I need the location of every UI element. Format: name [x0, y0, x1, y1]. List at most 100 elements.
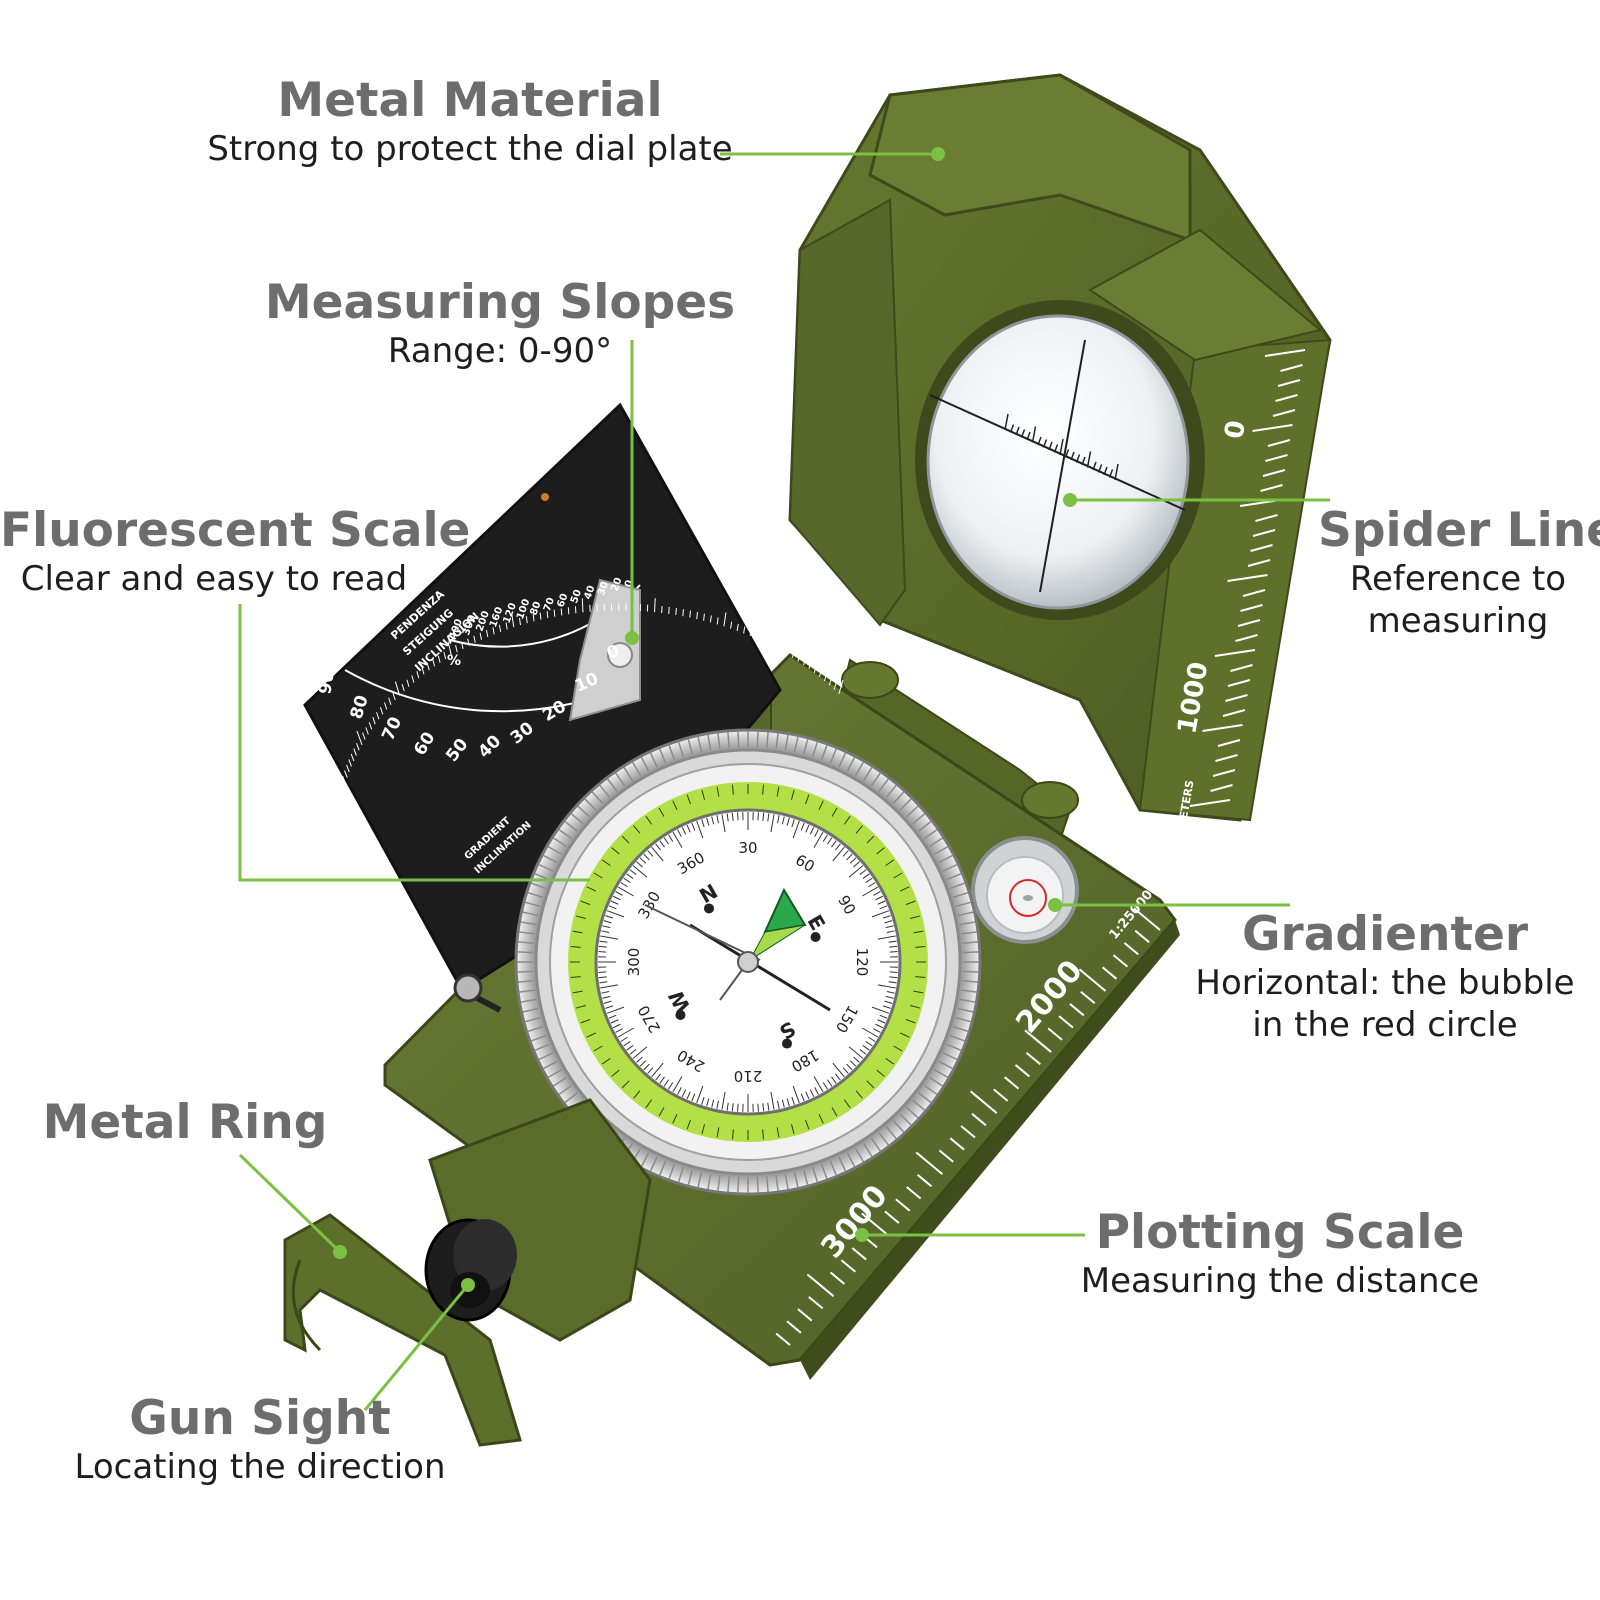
bezel-serration — [912, 1099, 926, 1112]
callout-desc: measuring — [1367, 601, 1549, 641]
ring-tick — [876, 847, 885, 855]
lid-tick — [1280, 364, 1303, 372]
base-tick — [1047, 1027, 1063, 1041]
clinometer-tick — [703, 613, 705, 621]
lid-tick — [1227, 574, 1268, 582]
callout-title: Gradienter — [1241, 907, 1529, 962]
base-tick — [971, 1113, 987, 1127]
dial-tick — [726, 813, 729, 822]
callout-desc: Reference to — [1349, 559, 1567, 599]
lid-tick — [1264, 349, 1306, 357]
clinometer-tick — [838, 679, 844, 695]
bezel-serration — [829, 1160, 838, 1176]
base-tick — [895, 1198, 911, 1212]
ring-tick — [601, 859, 611, 867]
dial-tick — [615, 891, 623, 896]
bezel-serration — [527, 1025, 544, 1033]
lens-tick — [1053, 444, 1059, 453]
lens-tick — [1059, 438, 1064, 456]
callout-title: Gun Sight — [129, 1391, 391, 1446]
ring-tick — [843, 1099, 851, 1109]
clinometer-tick — [384, 702, 388, 710]
ring-tick — [876, 1069, 885, 1077]
clinometer-tick — [356, 742, 360, 751]
dial-tick — [814, 829, 819, 837]
dial-degree-label: 300 — [625, 948, 643, 977]
ring-tick — [885, 1057, 895, 1065]
spider-line-horizontal — [929, 394, 1186, 511]
bezel-serration — [946, 872, 962, 881]
spider-line-vertical — [1039, 339, 1086, 593]
lid-tick — [1214, 649, 1256, 657]
dial-tick — [849, 857, 857, 864]
bezel-serration — [658, 1160, 667, 1176]
dial-tick — [598, 945, 607, 948]
bezel-serration — [584, 798, 597, 811]
clinometer-panel — [303, 402, 782, 1013]
dial-tick — [716, 1100, 719, 1109]
ring-tick — [915, 945, 926, 948]
clinometer-degree-label: 0 — [605, 641, 622, 664]
clinometer-tick — [567, 607, 570, 615]
lid-tick — [1212, 769, 1236, 777]
bezel-serration — [649, 1156, 658, 1172]
bezel-serration — [737, 1176, 740, 1193]
bezel-serration — [530, 1034, 547, 1042]
clinometer-tick — [342, 775, 346, 784]
dial-tick — [777, 815, 780, 824]
ring-tick — [915, 976, 926, 979]
dial-tick — [770, 814, 775, 833]
bezel-serration — [677, 1166, 685, 1183]
clinometer-tick — [525, 616, 528, 624]
lid-tick — [1235, 634, 1258, 642]
bezel-serration — [961, 989, 978, 993]
dial-tick — [721, 814, 726, 833]
dial-tick — [835, 843, 841, 851]
dial-tick — [846, 1063, 853, 1071]
dial-tick — [889, 976, 898, 979]
bezel-serration — [687, 1169, 694, 1186]
bezel-serration — [677, 741, 685, 758]
bezel-serration — [923, 1084, 938, 1096]
ring-tick — [580, 1018, 591, 1024]
lens-tick — [1070, 451, 1075, 461]
base-tick — [786, 1320, 802, 1334]
lid-right-tab — [1088, 228, 1323, 362]
lid-tick — [1225, 694, 1248, 702]
clinometer-tick — [479, 632, 482, 640]
bezel-serration — [534, 1043, 550, 1052]
clinometer-percent-label: 30 — [596, 580, 611, 597]
bezel-serration — [784, 1173, 789, 1190]
bezel-serration — [775, 732, 779, 749]
callout-title: Measuring Slopes — [264, 275, 736, 330]
bezel-serration — [649, 752, 658, 768]
ring-tick — [686, 794, 692, 805]
bezel-serration — [542, 854, 558, 864]
ring-tick — [601, 1057, 611, 1065]
ring-tick — [804, 1119, 810, 1130]
bezel-serration — [522, 911, 539, 917]
ring-tick — [843, 815, 851, 825]
bezel-serration — [846, 756, 856, 772]
lens-tick — [1108, 469, 1114, 478]
bezel-serration — [820, 744, 828, 761]
bezel-serration — [959, 998, 976, 1003]
bezel-serration — [538, 863, 554, 872]
dial-tick — [835, 1073, 841, 1081]
bezel-serration — [522, 1007, 539, 1013]
bezel-serration — [955, 901, 972, 908]
lens-tick — [1031, 426, 1037, 443]
ring-tick — [701, 789, 706, 800]
dial-tick — [610, 900, 619, 905]
dial-tick — [822, 1082, 828, 1090]
dial-tick — [886, 930, 895, 933]
gun-sight-knob[interactable] — [424, 1218, 517, 1322]
ring-tick — [790, 1124, 795, 1135]
clinometer-tick — [447, 641, 452, 656]
sight-assembly[interactable] — [283, 1098, 652, 1447]
ring-tick — [905, 1018, 916, 1024]
dial-tick — [826, 1079, 833, 1087]
dial-tick — [877, 1019, 886, 1024]
lid-tick — [1252, 529, 1276, 537]
